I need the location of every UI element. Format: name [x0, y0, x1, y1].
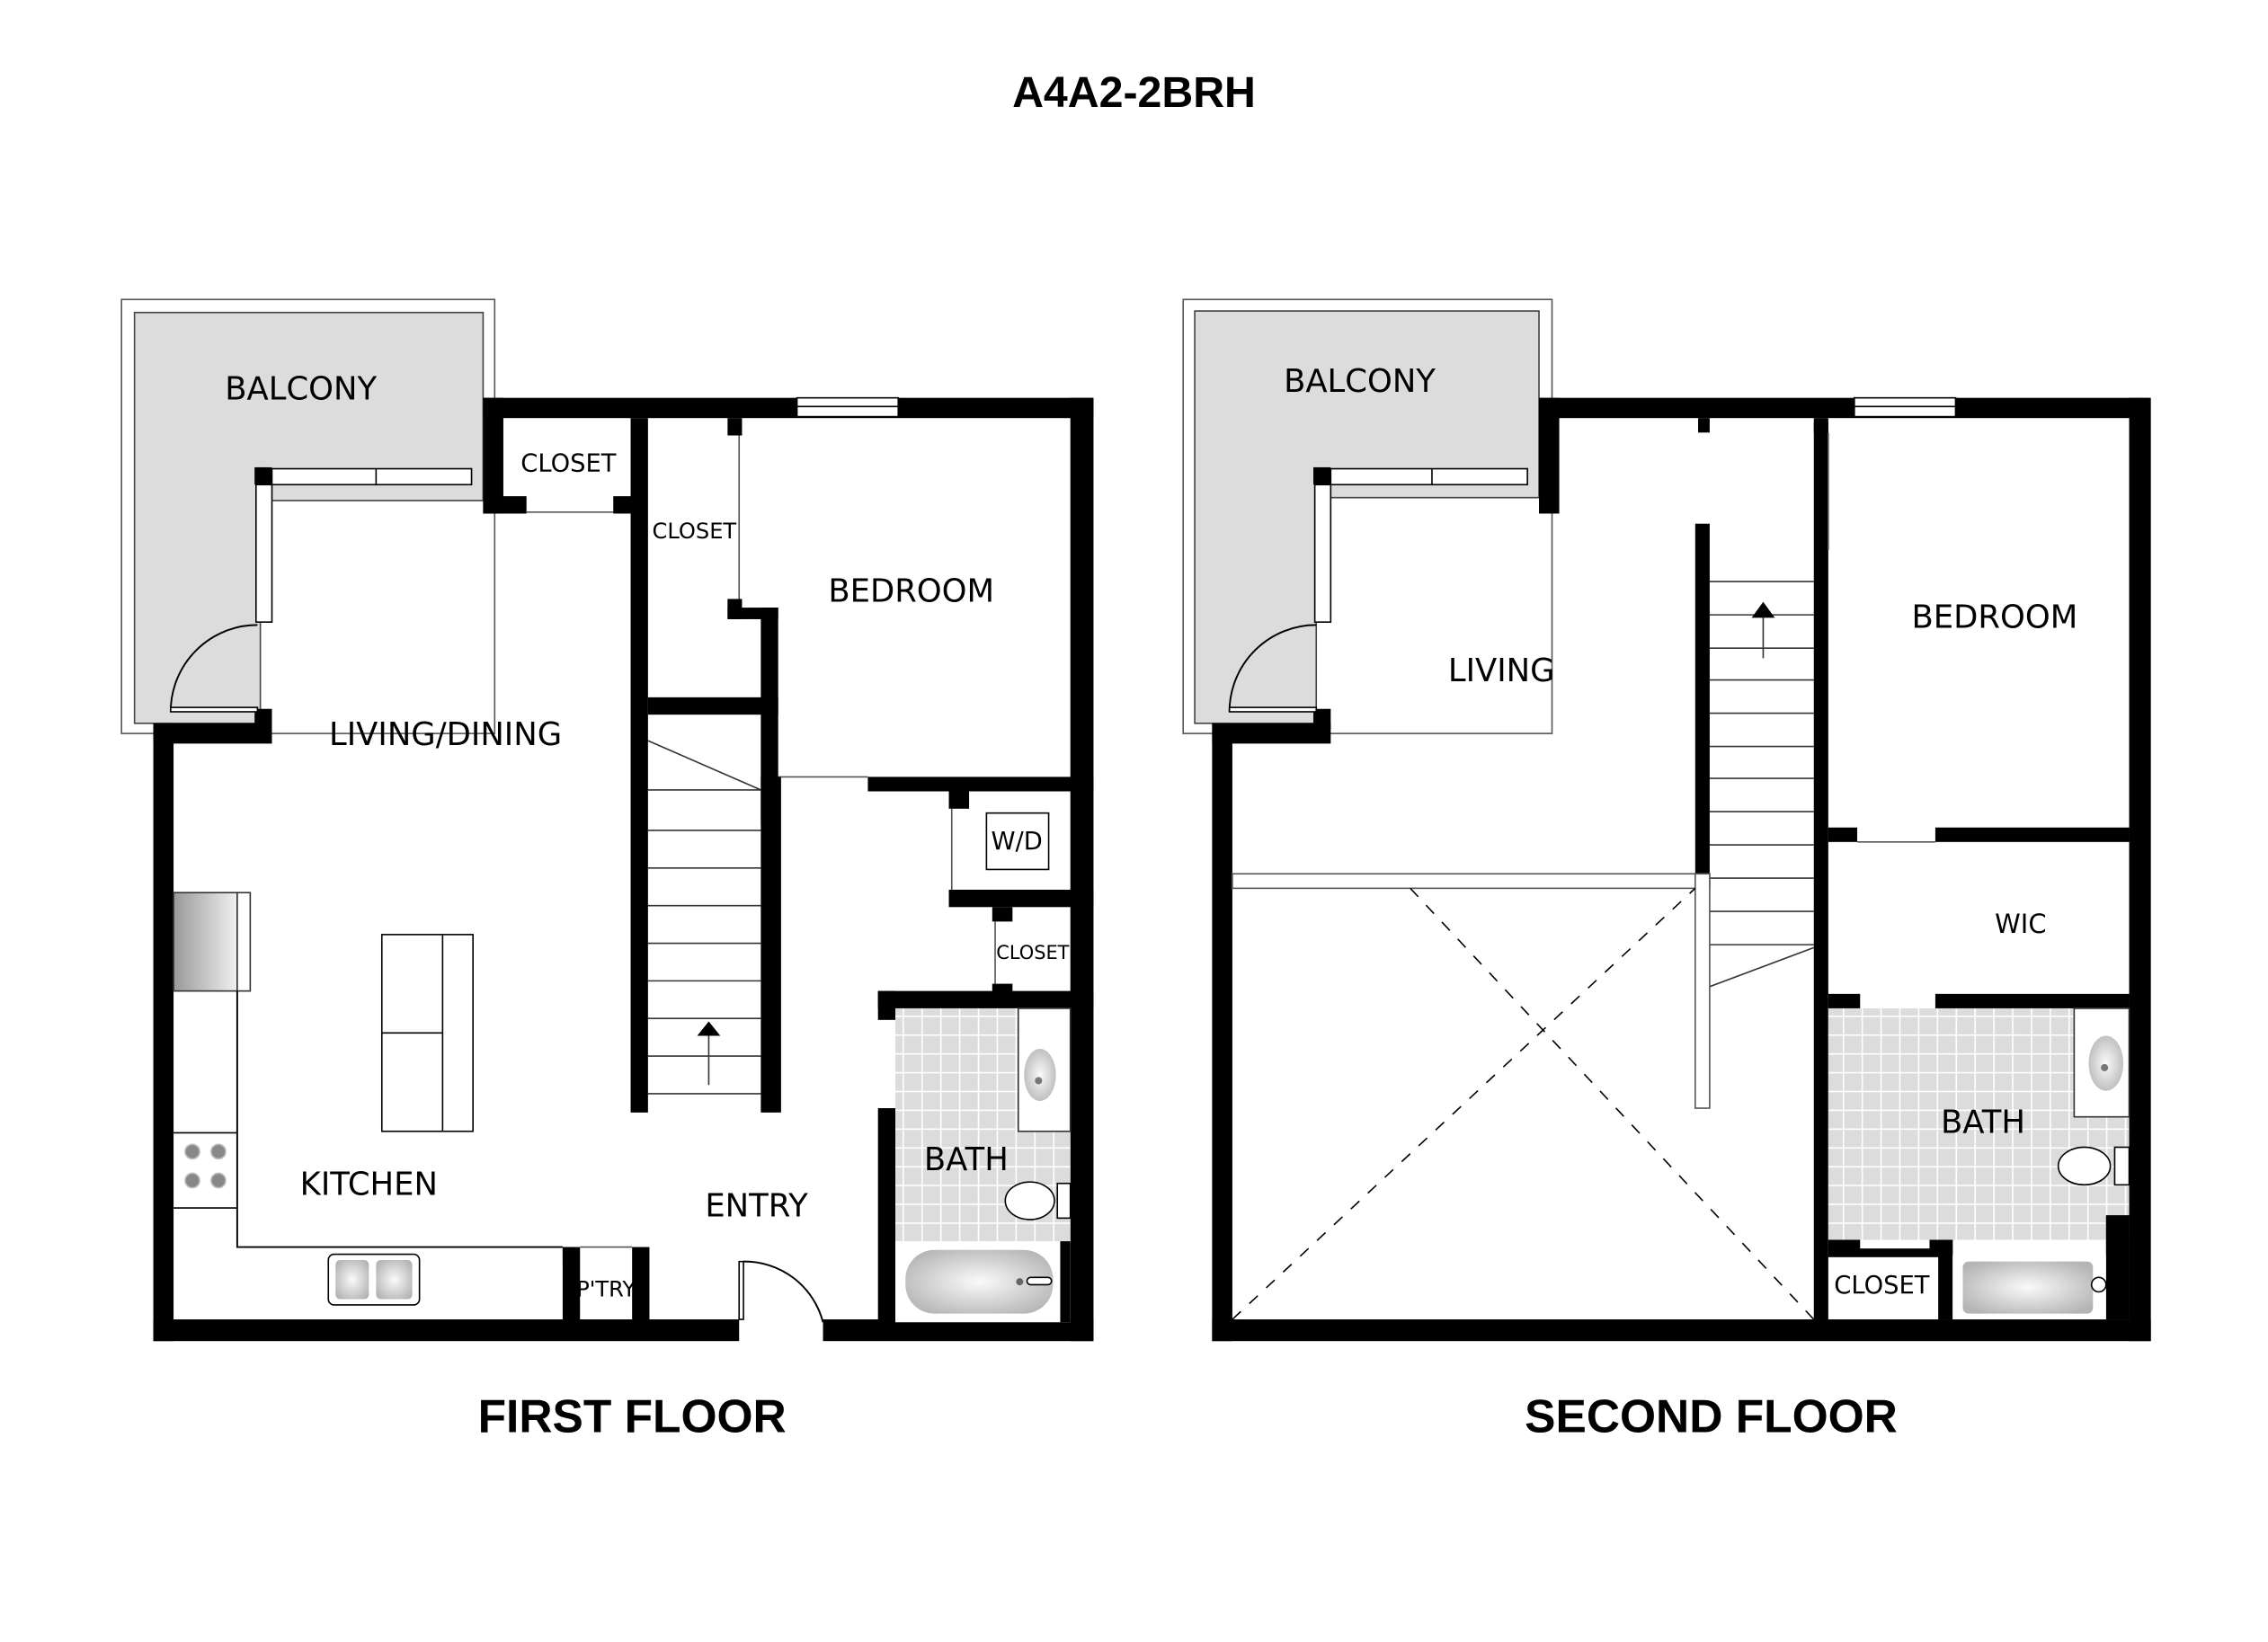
first-floor-labels: BALCONY CLOSET CLOSET BEDROOM LIVING/DIN…: [225, 370, 1069, 1442]
second-floor-labels: BALCONY LIVING BEDROOM WIC BATH CLOSET S…: [1284, 363, 2077, 1442]
room-label-balcony: BALCONY: [1284, 363, 1436, 400]
room-label-closet: CLOSET: [1834, 1272, 1929, 1300]
stair-up-arrow-icon: [1751, 601, 1775, 618]
floor-label-second: SECOND FLOOR: [1525, 1390, 1898, 1442]
room-label-kitchen: KITCHEN: [300, 1167, 438, 1203]
first-floor-plan: [120, 298, 1094, 1342]
second-floor-plan: [1182, 298, 2151, 1342]
room-label-bedroom: BEDROOM: [1912, 599, 2078, 636]
room-label-wd: W/D: [992, 828, 1043, 856]
room-label-bath: BATH: [1941, 1104, 2025, 1141]
room-label-closet: CLOSET: [996, 942, 1069, 963]
room-label-bath: BATH: [924, 1141, 1009, 1178]
room-label-entry: ENTRY: [705, 1188, 808, 1225]
room-label-wic: WIC: [1995, 909, 2046, 939]
floor-label-first: FIRST FLOOR: [478, 1390, 787, 1442]
room-label-living: LIVING: [1448, 652, 1555, 689]
room-label-bedroom: BEDROOM: [828, 573, 994, 610]
room-label-closet: CLOSET: [652, 519, 736, 544]
room-label-living-dining: LIVING/DINING: [329, 716, 562, 753]
room-label-closet: CLOSET: [520, 450, 616, 478]
room-label-balcony: BALCONY: [225, 370, 377, 407]
room-label-pantry: P'TRY: [576, 1276, 636, 1301]
plan-title: A4A2-2BRH: [1012, 68, 1256, 117]
stair-up-arrow-icon: [697, 1021, 721, 1036]
